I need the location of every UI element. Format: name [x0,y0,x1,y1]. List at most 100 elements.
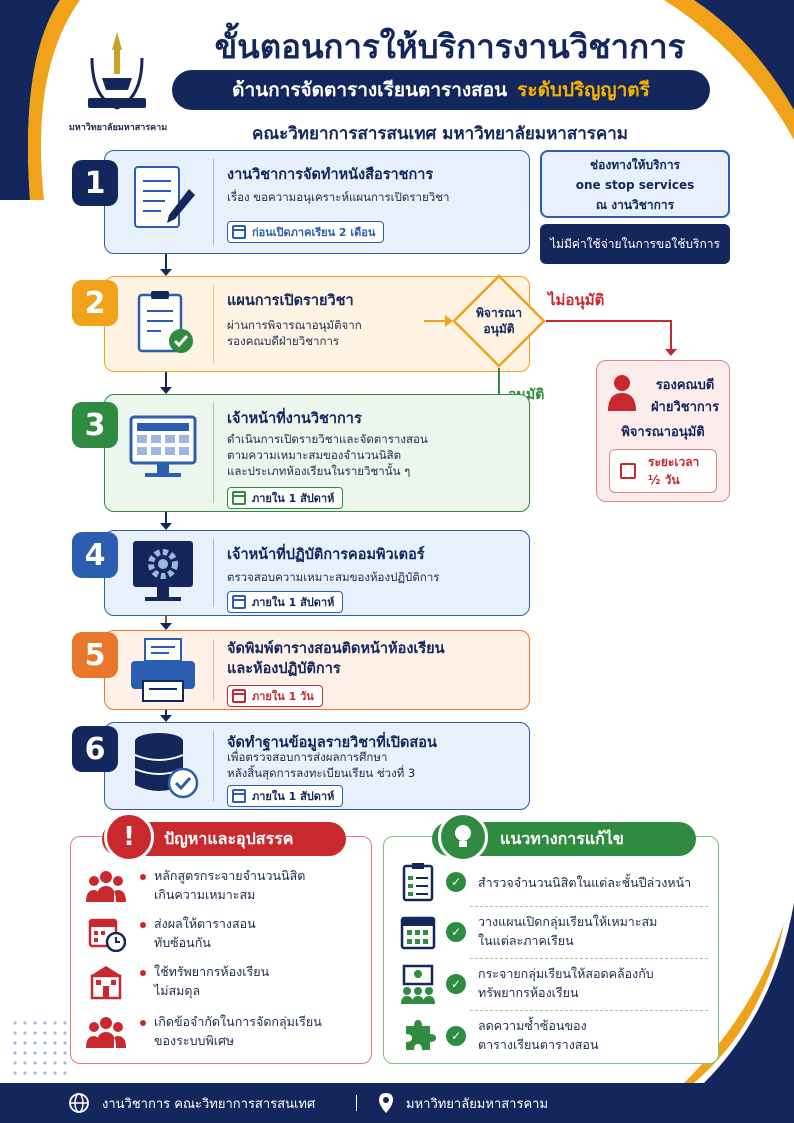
subtitle-main: ด้านการจัดตารางเรียนตารางสอน [232,79,508,101]
time-tag: ระยะเวลา ½ วัน [609,449,717,493]
problem-item: ส่งผลให้ตารางสอน ทับซ้อนกัน [86,914,366,954]
channel-line: ณ งานวิชาการ [595,198,675,212]
divider [470,1010,708,1011]
solution-line: ทรัพยากรห้องเรียน [478,985,579,1000]
footer-left: งานวิชาการ คณะวิทยาการสารสนเทศ [68,1092,315,1114]
classroom-icon [401,964,435,1004]
footer: งานวิชาการ คณะวิทยาการสารสนเทศ มหาวิทยาล… [0,1083,794,1123]
time-tag: ก่อนเปิดภาคเรียน 2 เดือน [227,221,385,243]
divider [213,403,214,503]
step-number-6: 6 [72,726,118,772]
bullet [140,922,146,928]
divider [470,906,708,907]
step-description: เพื่อตรวจสอบการส่งผลการศึกษา หลังสิ้นสุด… [227,749,415,781]
time-tag-label: ภายใน 1 วัน [252,690,314,703]
location-pin-icon [379,1093,393,1113]
corner-decoration [684,903,794,1083]
step-number-1: 1 [72,160,118,206]
check-icon: ✓ [446,922,466,942]
calendar-icon [232,789,246,803]
step-number-4: 4 [72,532,118,578]
time-tag-label: ภายใน 1 สัปดาห์ [252,596,335,609]
calendar-icon [232,689,246,703]
title-line: จัดพิมพ์ตารางสอนติดหน้าห้องเรียน [227,641,445,657]
problem-item: เกิดข้อจำกัดในการจัดกลุ่มเรียน ของระบบพิ… [86,1012,366,1052]
globe-icon [69,1093,89,1113]
people-group-icon [86,1017,126,1048]
service-channel-box: ช่องทางให้บริการ one stop services ณ งาน… [540,150,730,218]
page-subtitle: ด้านการจัดตารางเรียนตารางสอน ระดับปริญญา… [172,70,710,110]
lightbulb-glyph [455,825,471,847]
step-5-card: จัดพิมพ์ตารางสอนติดหน้าห้องเรียน และห้อง… [104,630,530,710]
solution-text: กระจายกลุ่มเรียนให้สอดคล้องกับ ทรัพยากรห… [478,964,708,1002]
check-icon: ✓ [446,1026,466,1046]
divider [213,639,214,701]
time-tag-label: ภายใน 1 สัปดาห์ [252,492,335,505]
desc-line: หลังสิ้นสุดการลงทะเบียนเรียน ช่วงที่ 3 [227,766,416,780]
calendar-icon [232,225,246,239]
time-tag-label: ภายใน 1 สัปดาห์ [252,790,335,803]
step-title: งานวิชาการจัดทำหนังสือราชการ [227,167,434,183]
step-1-card: งานวิชาการจัดทำหนังสือราชการ เรื่อง ขอคว… [104,150,530,254]
decision-line: พิจารณา [476,306,522,320]
step-number-5: 5 [72,632,118,678]
flow-arrow [424,315,453,327]
time-tag: ภายใน 1 วัน [227,685,323,707]
step-6-card: จัดทำฐานข้อมูลรายวิชาที่เปิดสอน เพื่อตรว… [104,722,530,810]
logo-caption: มหาวิทยาลัยมหาสารคาม [68,123,168,133]
divider [213,731,214,801]
bullet [140,874,146,880]
channel-line: ช่องทางให้บริการ [590,158,680,172]
printer-icon [131,638,195,702]
footer-right: มหาวิทยาลัยมหาสารคาม [378,1092,548,1114]
flow-arrow [160,512,172,530]
step-number-2: 2 [72,280,118,326]
reject-arrow [665,320,677,356]
school-building-icon [90,966,122,1000]
solution-text: สำรวจจำนวนนิสิตในแต่ละชั้นปีล่วงหน้า [478,875,692,890]
dean-title-line: ฝ่ายวิชาการ [650,400,720,415]
step-number-3: 3 [72,402,118,448]
corner-decoration [0,0,80,200]
subtitle-highlight: ระดับปริญญาตรี [517,79,650,101]
solution-item: ✓ กระจายกลุ่มเรียนให้สอดคล้องกับ ทรัพยาก… [400,964,710,1006]
step-4-card: เจ้าหน้าที่ปฏิบัติการคอมพิวเตอร์ ตรวจสอบ… [104,530,530,616]
calendar-grid-icon [400,916,436,950]
step-description: เรื่อง ขอความอนุเคราะห์แผนการเปิดรายวิชา [227,190,450,204]
calendar-icon [232,491,246,505]
step-description: ผ่านการพิจารณาอนุมัติจาก รองคณบดีฝ่ายวิช… [227,317,362,349]
monitor-schedule-icon [129,415,197,477]
bullet [140,1020,146,1026]
solutions-panel [383,836,719,1064]
clipboard-check-icon [137,291,193,353]
solution-item: ✓ วางแผนเปิดกลุ่มเรียนให้เหมาะสม ในแต่ละ… [400,912,710,954]
problem-line: ส่งผลให้ตารางสอน [154,916,256,931]
monitor-gear-icon [133,541,193,601]
problem-line: เกิดข้อจำกัดในการจัดกลุ่มเรียน [154,1014,322,1029]
channel-line: one stop services [575,178,695,192]
reject-label: ไม่อนุมัติ [548,291,605,309]
time-tag-line: ½ วัน [648,473,680,487]
divider [213,539,214,607]
bullet [140,970,146,976]
footer-right-text: มหาวิทยาลัยมหาสารคาม [406,1096,549,1112]
problem-item: ใช้ทรัพยากรห้องเรียน ไม่สมดุล [86,962,366,1002]
solution-text: วางแผนเปิดกลุ่มเรียนให้เหมาะสม ในแต่ละภา… [478,912,708,950]
decision-diamond [452,274,546,368]
desc-line: เพื่อตรวจสอบการส่งผลการศึกษา [227,750,388,764]
solution-line: ในแต่ละภาคเรียน [478,933,574,948]
problem-text: หลักสูตรกระจายจำนวนนิสิต เกินความเหมาะสม [154,866,354,904]
problem-text: ใช้ทรัพยากรห้องเรียน ไม่สมดุล [154,962,354,1000]
calendar-icon [620,463,636,479]
desc-line: และประเภทห้องเรียนในรายวิชานั้น ๆ [227,464,411,478]
person-icon [608,375,636,411]
solution-line: กระจายกลุ่มเรียนให้สอดคล้องกับ [478,966,654,981]
decision-line: อนุมัติ [483,322,515,336]
university-logo [88,32,146,110]
desc-line: รองคณบดีฝ่ายวิชาการ [227,334,340,348]
lightbulb-icon [438,812,488,862]
problem-text: เกิดข้อจำกัดในการจัดกลุ่มเรียน ของระบบพิ… [154,1012,354,1050]
solution-line: วางแผนเปิดกลุ่มเรียนให้เหมาะสม [478,914,658,929]
time-tag: ภายใน 1 สัปดาห์ [227,487,344,509]
step-description: ดำเนินการเปิดรายวิชาและจัดตารางสอน ตามคว… [227,431,428,479]
